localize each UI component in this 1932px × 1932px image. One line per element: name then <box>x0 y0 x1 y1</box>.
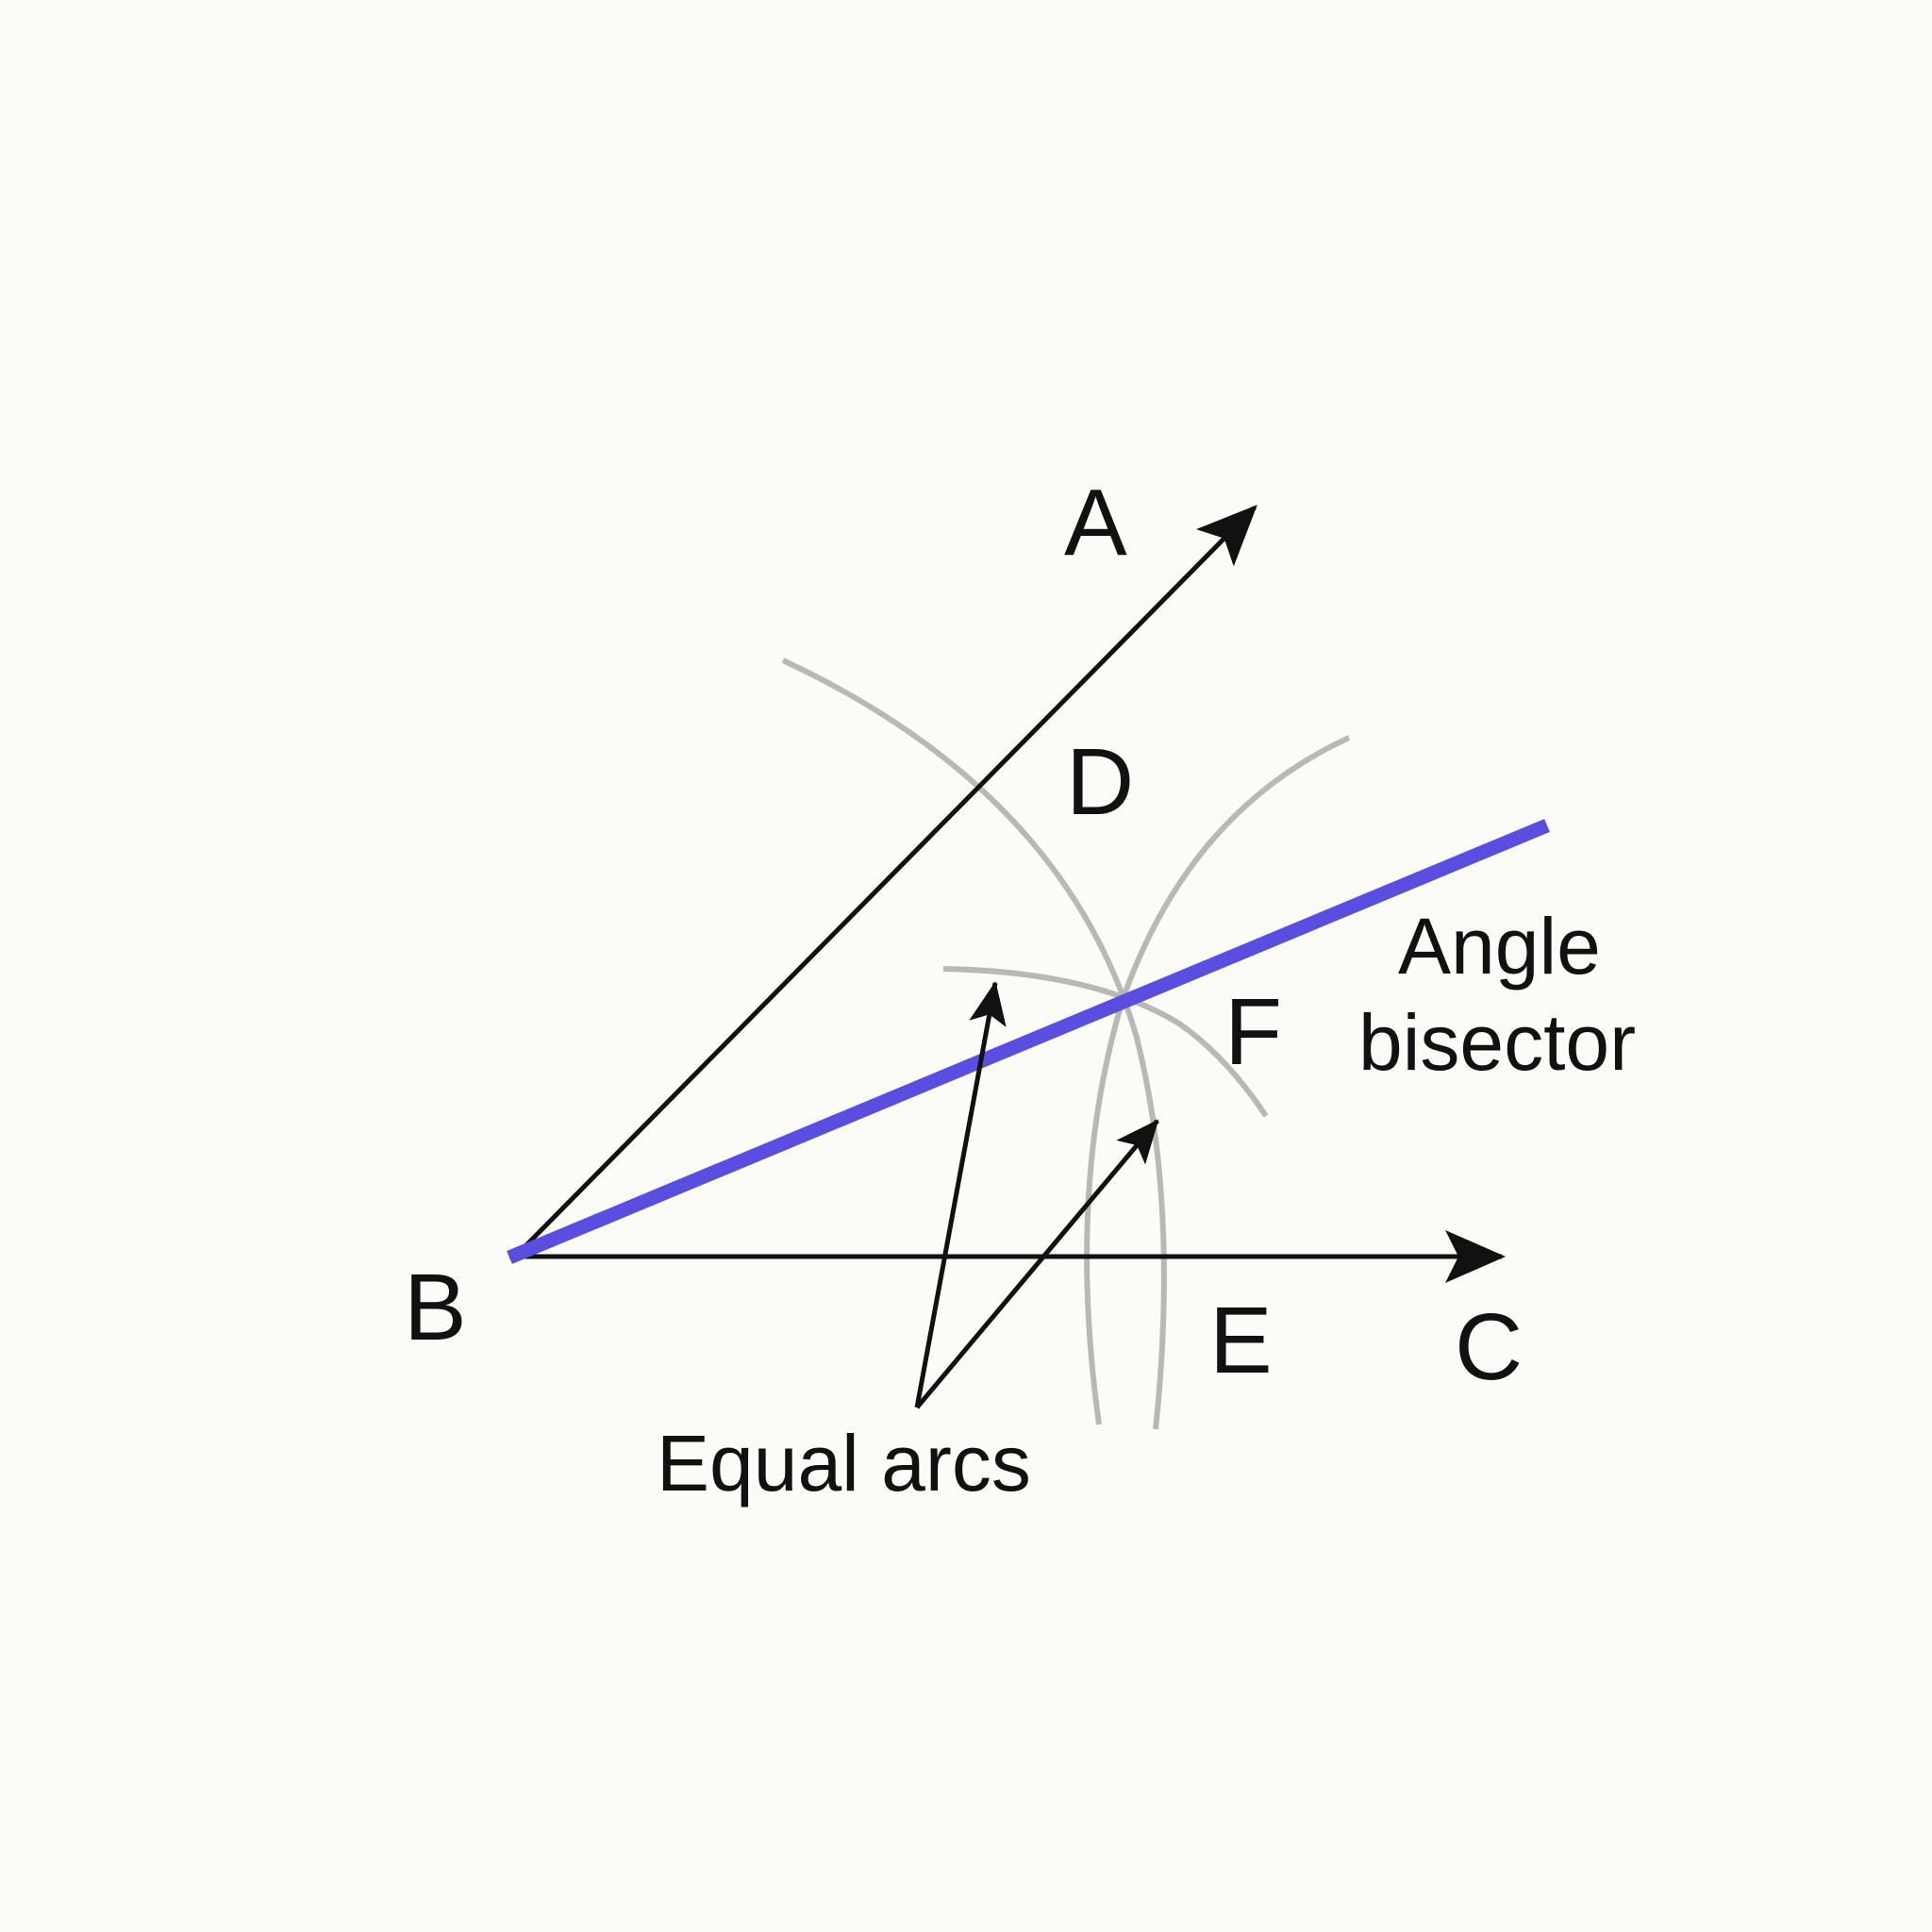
label-point-a: A <box>1064 470 1127 575</box>
arc-d-to-e <box>781 658 1167 1430</box>
label-point-e: E <box>1209 1288 1273 1393</box>
pointer-arrow-right-arc <box>915 1119 1159 1409</box>
label-angle-bisector: Angle bisector <box>1358 902 1636 1087</box>
pointer-arrow-left-arc <box>914 981 1007 1408</box>
ray-ba <box>515 505 1257 1257</box>
label-point-c: C <box>1455 1294 1523 1400</box>
label-angle-bisector-line2: bisector <box>1358 998 1636 1087</box>
label-point-d: D <box>1066 729 1134 835</box>
label-angle-bisector-line1: Angle <box>1398 902 1601 991</box>
label-point-f: F <box>1224 979 1282 1085</box>
label-equal-arcs: Equal arcs <box>657 1419 1031 1507</box>
angle-bisector-line <box>507 819 1550 1264</box>
label-point-b: B <box>404 1255 467 1360</box>
arc-through-f-from-left <box>942 966 1269 1118</box>
